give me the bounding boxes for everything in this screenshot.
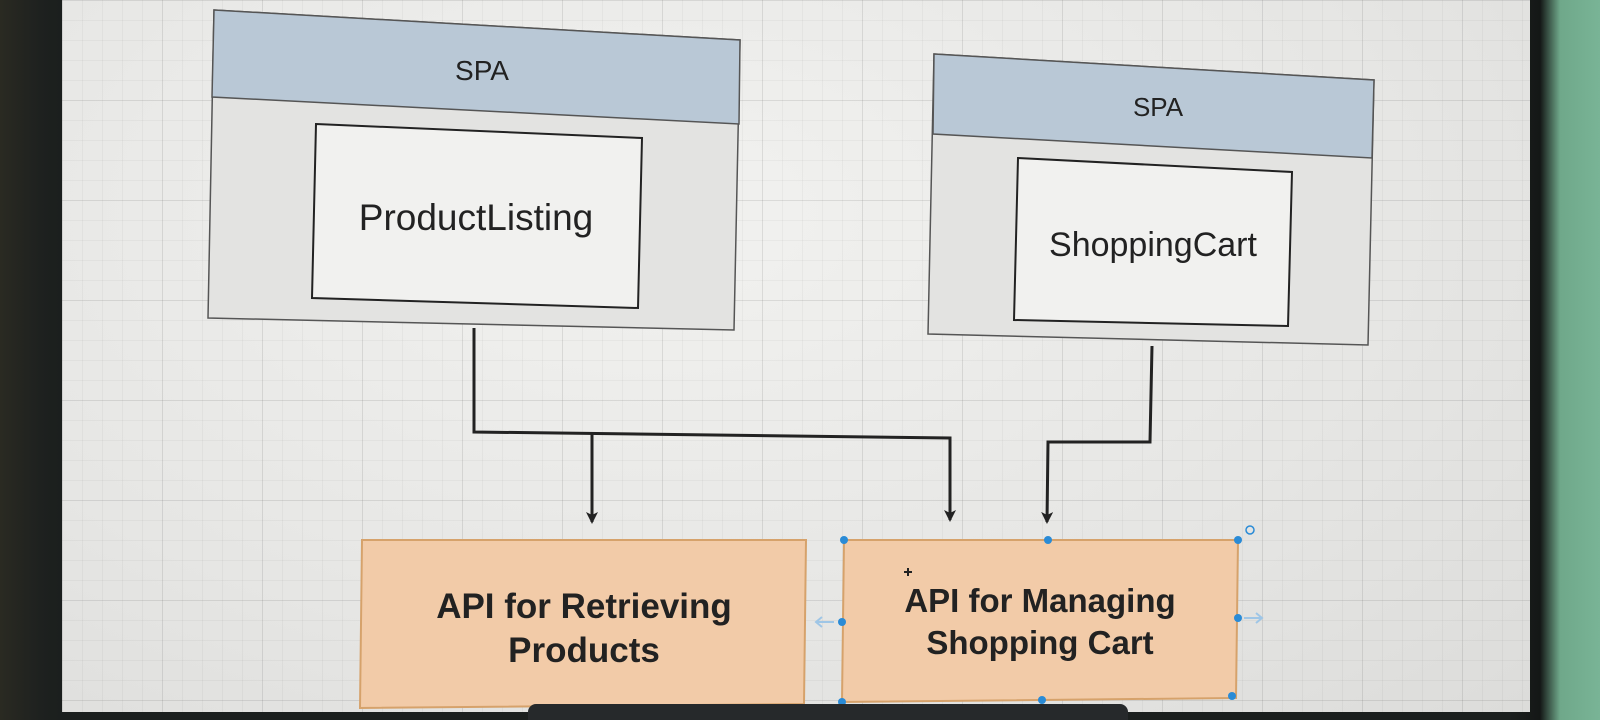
resize-handle-bottom-right[interactable] <box>1228 692 1236 700</box>
api-cart-box[interactable]: API for Managing Shopping Cart <box>840 539 1240 704</box>
bottom-toolbar <box>528 704 1128 720</box>
resize-handle-right[interactable] <box>1234 614 1242 622</box>
api-cart-line1: API for Managing <box>904 582 1175 619</box>
resize-handle-top-left[interactable] <box>840 536 848 544</box>
api-products-line1: API for Retrieving <box>436 587 732 626</box>
selection-handles <box>814 525 1264 706</box>
resize-handle-top[interactable] <box>1044 536 1052 544</box>
diagram-svg: SPA ProductListing SPA ShoppingCart API … <box>207 9 1375 710</box>
connect-arrow-right-icon[interactable] <box>1244 612 1264 624</box>
shopping-cart-box[interactable] <box>1012 156 1294 328</box>
connector-productlisting-to-cart-api[interactable] <box>472 328 956 522</box>
api-products-box[interactable]: API for Retrieving Products <box>358 539 808 710</box>
shopping-cart-label: ShoppingCart <box>1049 226 1257 264</box>
spa-right-header <box>932 53 1375 159</box>
spa-container-right[interactable]: SPA ShoppingCart <box>927 53 1375 346</box>
resize-handle-left[interactable] <box>838 618 846 626</box>
resize-handle-top-right[interactable] <box>1234 536 1242 544</box>
move-cursor-icon <box>904 568 912 576</box>
api-cart-line2: Shopping Cart <box>926 624 1153 661</box>
connector-shoppingcart-to-cart-api[interactable] <box>1041 345 1154 524</box>
product-listing-label: ProductListing <box>359 197 593 238</box>
diagram-canvas[interactable]: SPA ProductListing SPA ShoppingCart API … <box>62 0 1530 712</box>
spa-right-title: SPA <box>1133 92 1184 122</box>
connect-arrow-left-icon[interactable] <box>814 616 834 628</box>
api-cart-shape <box>840 539 1240 704</box>
connectors <box>472 328 1154 524</box>
spa-container-left[interactable]: SPA ProductListing <box>207 9 741 331</box>
api-products-line2: Products <box>508 631 660 670</box>
spa-left-header <box>211 9 741 125</box>
rotate-handle-icon[interactable] <box>1245 525 1255 535</box>
spa-left-title: SPA <box>455 55 509 86</box>
product-listing-box[interactable] <box>310 122 644 310</box>
resize-handle-bottom[interactable] <box>1038 696 1046 704</box>
